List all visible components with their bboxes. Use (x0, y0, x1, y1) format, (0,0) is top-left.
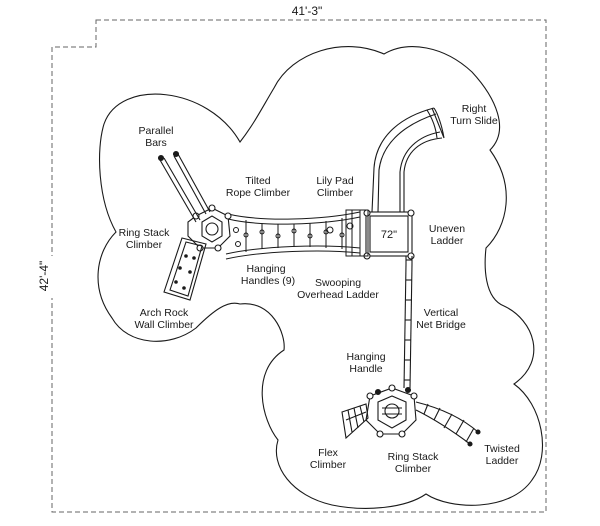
width-dimension: 41'-3" (292, 4, 323, 18)
safety-zone-outline (97, 46, 544, 509)
label-vertical-net-bridge-2: Net Bridge (416, 319, 466, 331)
ring-stack-climber-bottom (365, 384, 418, 438)
label-ring-stack-climber-bottom-1: Ring Stack (388, 451, 440, 463)
label-ring-stack-climber-top-2: Climber (126, 239, 163, 251)
swooping-overhead-ladder (225, 211, 361, 260)
flex-climber (341, 403, 369, 440)
arch-rock-wall-climber (163, 237, 207, 301)
depth-dimension: 42'-4" (37, 261, 51, 292)
label-ring-stack-climber-top-1: Ring Stack (119, 227, 171, 239)
label-swooping-overhead-ladder-2: Overhead Ladder (297, 289, 379, 301)
label-swooping-overhead-ladder-1: Swooping (315, 277, 361, 289)
depth-dimension-bg (37, 256, 53, 298)
label-twisted-ladder-1: Twisted (484, 443, 520, 455)
label-uneven-ladder-1: Uneven (429, 223, 465, 235)
label-arch-rock-wall-climber-1: Arch Rock (140, 307, 189, 319)
label-hanging-handles-1: Hanging (246, 263, 285, 275)
label-flex-climber-1: Flex (318, 447, 339, 459)
label-parallel-bars-1: Parallel (138, 125, 173, 137)
lily-pad-climber (345, 209, 369, 257)
vertical-net-bridge (403, 263, 413, 389)
dimension-boundary (51, 19, 547, 513)
label-tilted-rope-climber-1: Tilted (245, 175, 270, 187)
label-uneven-ladder-2: Ladder (431, 235, 464, 247)
label-arch-rock-wall-climber-2: Wall Climber (134, 319, 194, 331)
twisted-ladder (415, 401, 481, 447)
label-tilted-rope-climber-2: Rope Climber (226, 187, 291, 199)
label-ring-stack-climber-bottom-2: Climber (395, 463, 432, 475)
component-labels: Parallel Bars Tilted Rope Climber Lily P… (119, 103, 520, 475)
right-turn-slide (371, 107, 445, 213)
label-twisted-ladder-2: Ladder (486, 455, 519, 467)
label-flex-climber-2: Climber (310, 459, 347, 471)
width-dimension-bg (286, 4, 328, 18)
label-vertical-net-bridge-1: Vertical (424, 307, 458, 319)
label-hanging-handle-2: Handle (349, 363, 382, 375)
label-parallel-bars-2: Bars (145, 137, 167, 149)
label-lily-pad-climber-2: Climber (317, 187, 354, 199)
label-hanging-handles-2: Handles (9) (241, 275, 295, 287)
parallel-bars (157, 150, 211, 223)
platform-height-label: 72" (381, 229, 397, 241)
label-hanging-handle-1: Hanging (346, 351, 385, 363)
label-right-turn-slide-2: Turn Slide (450, 115, 498, 127)
label-right-turn-slide-1: Right (462, 103, 487, 115)
label-lily-pad-climber-1: Lily Pad (316, 175, 354, 187)
